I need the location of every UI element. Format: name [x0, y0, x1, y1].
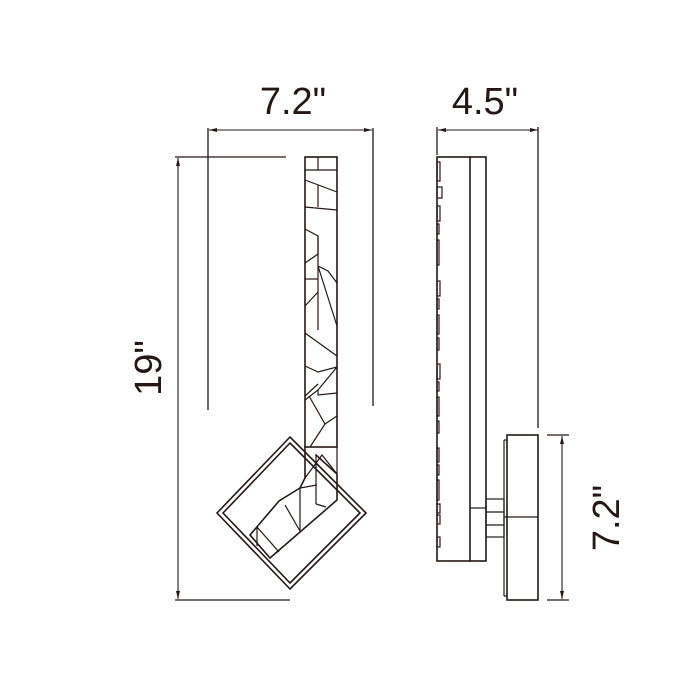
- arrow-up-icon: [176, 158, 180, 166]
- side-fixture-body: [436, 156, 487, 562]
- side-depth-dimension: 4.5": [436, 81, 539, 428]
- diamond-frame: [215, 435, 368, 591]
- crystal-bar: [304, 156, 338, 448]
- side-body-outline: [436, 156, 487, 562]
- arrow-right-icon: [364, 128, 372, 132]
- side-backplate-height-dimension: 7.2": [547, 434, 628, 601]
- arrow-up-icon: [560, 436, 564, 444]
- arrow-left-icon: [209, 128, 217, 132]
- front-view: 7.2" 19": [128, 81, 374, 601]
- crystal-bar-outline: [304, 156, 338, 448]
- front-height-dimension: 19": [128, 156, 290, 601]
- arrow-down-icon: [176, 591, 180, 599]
- arm-block: [485, 498, 505, 538]
- side-view: 4.5": [436, 81, 628, 601]
- front-width-dimension: 7.2": [207, 81, 374, 410]
- side-backplate: [503, 434, 539, 601]
- front-width-label: 7.2": [260, 81, 326, 123]
- side-connector-arm: [485, 498, 505, 538]
- side-crystal-facets: [436, 161, 443, 548]
- side-depth-label: 4.5": [452, 81, 518, 123]
- front-height-label: 19": [128, 340, 170, 396]
- diamond-frame-outer: [215, 435, 368, 591]
- diamond-frame-inner: [221, 441, 362, 585]
- side-backplate-height-label: 7.2": [586, 485, 628, 551]
- arrow-left-icon: [438, 128, 446, 132]
- crystal-lower-segment: [248, 446, 338, 560]
- arrow-down-icon: [560, 591, 564, 599]
- arrow-right-icon: [530, 128, 538, 132]
